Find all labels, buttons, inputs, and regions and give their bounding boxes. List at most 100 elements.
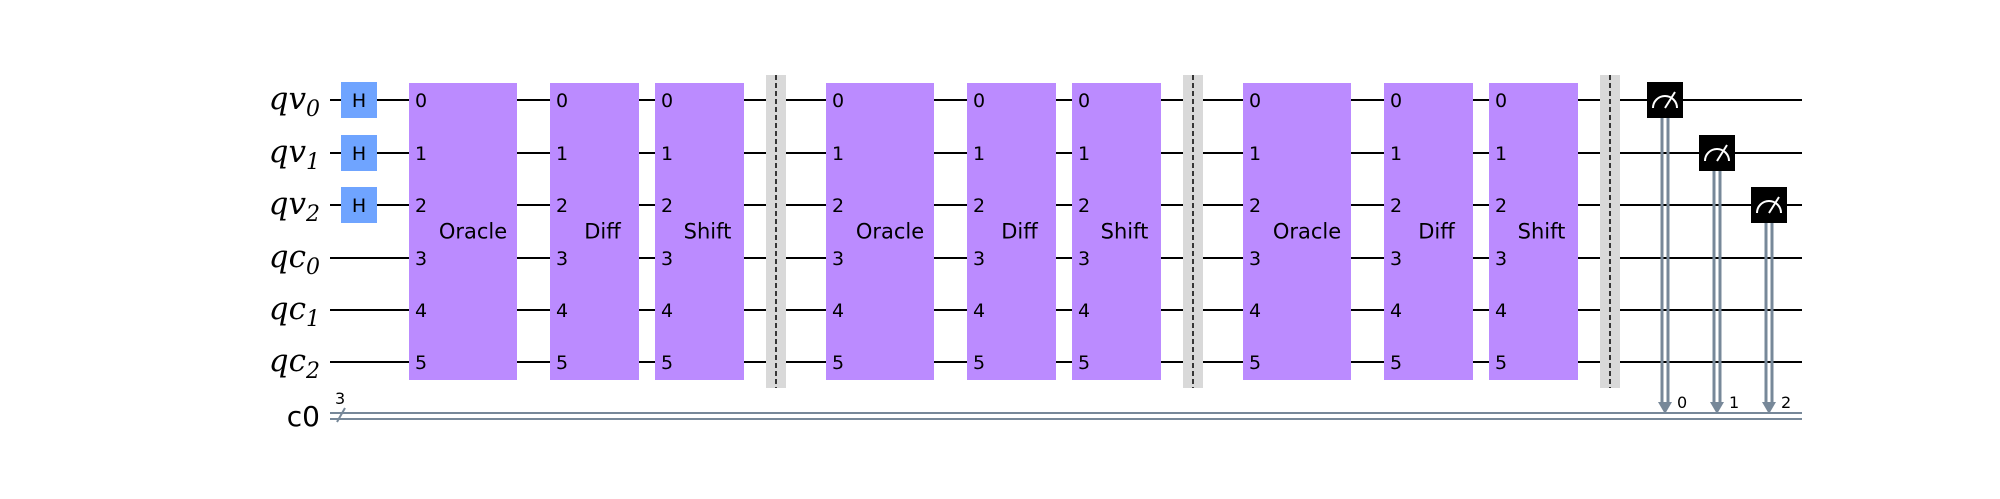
block-label: Diff: [1418, 220, 1455, 244]
qubit-name: qv: [269, 81, 307, 117]
port-label: 5: [973, 352, 985, 374]
port-label: 0: [832, 90, 844, 112]
port-label: 3: [1249, 248, 1261, 270]
h-gate-label: H: [352, 195, 366, 217]
port-label: 2: [1495, 195, 1507, 217]
qubit-label: qc0: [269, 239, 320, 280]
port-label: 2: [661, 195, 673, 217]
measure-arrow: [1762, 402, 1776, 414]
port-label: 4: [1078, 300, 1090, 322]
qubit-name: qv: [269, 186, 307, 222]
port-label: 5: [661, 352, 673, 374]
meter-needle-icon: [1716, 144, 1728, 162]
block-label: Oracle: [1273, 220, 1341, 244]
block-diff: [550, 83, 639, 380]
port-label: 5: [1390, 352, 1402, 374]
port-label: 1: [556, 143, 568, 165]
port-label: 1: [832, 143, 844, 165]
measure-gate: [1751, 187, 1787, 223]
port-label: 4: [832, 300, 844, 322]
qubit-index: 0: [306, 97, 320, 122]
port-label: 1: [973, 143, 985, 165]
meter-needle-icon: [1664, 91, 1676, 109]
port-label: 4: [415, 300, 427, 322]
port-label: 2: [1390, 195, 1402, 217]
port-label: 1: [661, 143, 673, 165]
port-label: 0: [1495, 90, 1507, 112]
h-gate-label: H: [352, 143, 366, 165]
measure-arrow: [1710, 402, 1724, 414]
h-gate: [341, 187, 377, 223]
meter-icon: [1652, 95, 1678, 109]
qubit-index: 2: [305, 359, 320, 384]
block-shift: [655, 83, 744, 380]
h-gate: [341, 82, 377, 118]
port-label: 0: [1390, 90, 1402, 112]
block-diff: [1384, 83, 1473, 380]
port-label: 4: [556, 300, 568, 322]
measure-bit-label: 0: [1677, 393, 1687, 412]
port-label: 2: [1249, 195, 1261, 217]
qubit-index: 2: [305, 202, 320, 227]
measure-arrow: [1658, 402, 1672, 414]
measure-bit-label: 1: [1729, 393, 1739, 412]
qubit-label: qv1: [269, 134, 320, 175]
port-label: 0: [1078, 90, 1090, 112]
qubit-label: qc1: [269, 291, 320, 332]
block-oracle: [826, 83, 934, 380]
port-label: 3: [973, 248, 985, 270]
port-label: 1: [1249, 143, 1261, 165]
measure-bit-label: 2: [1781, 393, 1791, 412]
block-oracle: [409, 83, 517, 380]
port-label: 4: [1495, 300, 1507, 322]
block-label: Oracle: [439, 220, 507, 244]
port-label: 2: [556, 195, 568, 217]
port-label: 5: [556, 352, 568, 374]
classical-register-label: c0: [287, 400, 320, 433]
port-label: 2: [1078, 195, 1090, 217]
meter-icon: [1704, 148, 1730, 162]
port-label: 1: [1078, 143, 1090, 165]
qubit-label: qv2: [269, 186, 320, 227]
port-label: 4: [1249, 300, 1261, 322]
meter-icon: [1756, 200, 1782, 214]
block-diff: [967, 83, 1056, 380]
block-label: Diff: [1001, 220, 1038, 244]
block-shift: [1072, 83, 1161, 380]
qubit-label: qc2: [269, 343, 320, 384]
port-label: 1: [1390, 143, 1402, 165]
port-label: 4: [661, 300, 673, 322]
register-size-label: 3: [335, 389, 345, 408]
qubit-name: qc: [269, 343, 306, 379]
port-label: 5: [1495, 352, 1507, 374]
qubit-label: qv0: [269, 81, 320, 122]
port-label: 3: [661, 248, 673, 270]
qubit-name: qc: [269, 291, 306, 327]
port-label: 2: [973, 195, 985, 217]
measure-gate: [1699, 135, 1735, 171]
port-label: 0: [973, 90, 985, 112]
port-label: 5: [1078, 352, 1090, 374]
qubit-index: 1: [306, 150, 320, 175]
port-label: 2: [415, 195, 427, 217]
measure-gate: [1647, 82, 1683, 118]
port-label: 3: [1078, 248, 1090, 270]
port-label: 0: [661, 90, 673, 112]
block-label: Oracle: [856, 220, 924, 244]
port-label: 4: [1390, 300, 1402, 322]
register-size-slash: [336, 407, 346, 423]
port-label: 5: [832, 352, 844, 374]
port-label: 0: [1249, 90, 1261, 112]
gates-layer: HHHOracle012345Diff012345Shift012345Orac…: [341, 75, 1791, 414]
qubit-name: qv: [269, 134, 307, 170]
port-label: 0: [415, 90, 427, 112]
qubit-index: 1: [306, 307, 320, 332]
h-gate: [341, 135, 377, 171]
meter-needle-icon: [1768, 196, 1780, 214]
block-label: Diff: [584, 220, 621, 244]
port-label: 4: [973, 300, 985, 322]
port-label: 3: [415, 248, 427, 270]
port-label: 1: [415, 143, 427, 165]
